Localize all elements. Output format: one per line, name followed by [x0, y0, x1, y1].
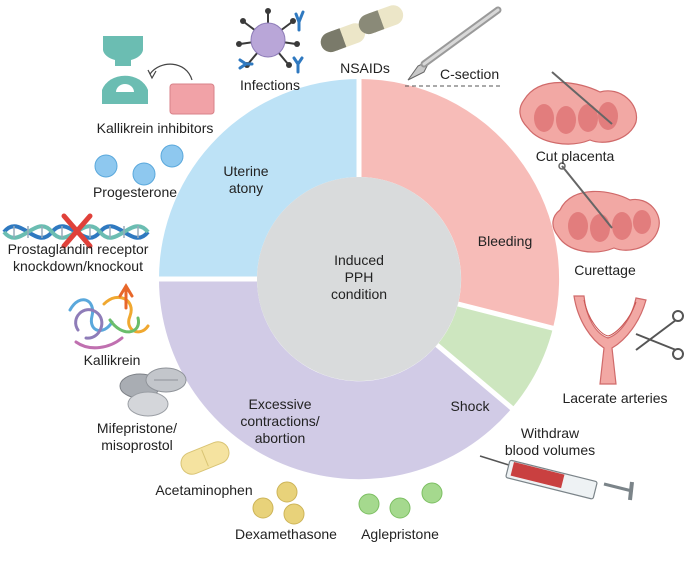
- scalpel-icon: [405, 6, 503, 87]
- label-infections: Infections: [240, 77, 300, 93]
- label-curettage: Curettage: [574, 262, 636, 278]
- center-line-2: PPH: [345, 269, 374, 285]
- label-dexamethasone: Dexamethasone: [235, 526, 337, 542]
- kallikrein-protein-icon: [68, 283, 150, 350]
- segment-excessive-contractions: [158, 279, 512, 480]
- caplet-icon: [180, 441, 230, 475]
- label-withdraw-1: Withdraw: [520, 425, 580, 441]
- dna-knockout-icon: [2, 213, 150, 249]
- excessive-line-2: contractions/: [240, 413, 319, 429]
- placenta-cut-icon: [519, 71, 638, 145]
- label-cut-placenta: Cut placenta: [535, 148, 615, 164]
- label-prostaglandin-1: Prostaglandin receptor: [7, 241, 149, 257]
- label-progesterone: Progesterone: [92, 184, 178, 200]
- label-c-section: C-section: [440, 66, 500, 82]
- segment-bleeding: [359, 78, 560, 329]
- shock-label: Shock: [451, 398, 491, 414]
- segment-shock: [437, 304, 553, 408]
- syringe-icon: [479, 455, 634, 501]
- label-kallikrein: Kallikrein: [83, 352, 141, 368]
- segment-dividers: [156, 76, 557, 412]
- center-line-3: condition: [331, 286, 387, 302]
- label-mifepristone-2: misoprostol: [101, 437, 173, 453]
- label-lacerate-arteries: Lacerate arteries: [562, 390, 668, 406]
- label-mifepristone-1: Mifepristone/: [96, 420, 178, 436]
- label-prostaglandin-2: knockdown/knockout: [13, 258, 143, 274]
- label-nsaids: NSAIDs: [340, 60, 390, 76]
- capsule-icon: [320, 5, 404, 53]
- bleeding-label: Bleeding: [478, 233, 533, 249]
- aglepristone-spheres-icon: [358, 482, 443, 519]
- uterus-scissors-icon: [573, 295, 684, 385]
- progesterone-spheres-icon: [94, 144, 184, 186]
- dexamethasone-spheres-icon: [252, 481, 305, 525]
- uterine-atony-line-2: atony: [229, 180, 263, 196]
- label-aglepristone: Aglepristone: [361, 526, 439, 542]
- label-kallikrein-inhibitors: Kallikrein inhibitors: [96, 120, 214, 136]
- center-disc: [257, 177, 461, 381]
- excessive-line-3: abortion: [255, 430, 306, 446]
- label-acetaminophen: Acetaminophen: [155, 482, 253, 498]
- segment-uterine-atony: [159, 79, 359, 279]
- center-line-1: Induced: [334, 252, 384, 268]
- tablets-icon: [119, 367, 187, 417]
- placenta-curettage-icon: [552, 162, 660, 253]
- excessive-line-1: Excessive: [248, 396, 311, 412]
- uterine-atony-line-1: Uterine: [223, 163, 268, 179]
- label-withdraw-2: blood volumes: [504, 442, 596, 458]
- virus-icon: [236, 8, 305, 74]
- kallikrein-inhibitor-icon: [102, 36, 215, 115]
